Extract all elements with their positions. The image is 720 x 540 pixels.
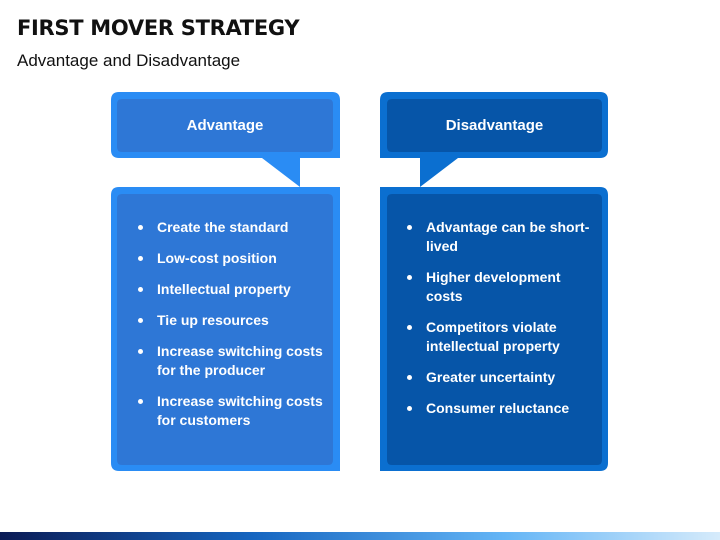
list-item: Create the standard (121, 218, 326, 237)
disadvantage-panel (380, 92, 608, 471)
advantage-header-inner (117, 99, 333, 152)
advantage-panel (111, 92, 340, 471)
slide-subtitle: Advantage and Disadvantage (17, 51, 241, 70)
list-item: Increase switching costs for the produce… (121, 342, 326, 380)
list-item: Advantage can be short-lived (390, 218, 590, 256)
disadvantage-heading: Disadvantage (445, 117, 544, 134)
disadvantage-header-inner (387, 99, 602, 152)
advantage-heading: Advantage (186, 117, 264, 134)
footer-gradient-bar (0, 532, 720, 540)
advantage-list: Create the standard Low-cost position In… (121, 218, 326, 442)
list-item: Intellectual property (121, 280, 326, 299)
list-item: Higher development costs (390, 268, 590, 306)
list-item: Greater uncertainty (390, 368, 590, 387)
advantage-body-inner (117, 194, 333, 465)
list-item: Competitors violate intellectual propert… (390, 318, 590, 356)
disadvantage-list: Advantage can be short-lived Higher deve… (390, 218, 590, 430)
slide-title: FIRST MOVER STRATEGY (17, 16, 300, 40)
list-item: Low-cost position (121, 249, 326, 268)
list-item: Tie up resources (121, 311, 326, 330)
disadvantage-body-inner (387, 194, 602, 465)
list-item: Increase switching costs for customers (121, 392, 326, 430)
list-item: Consumer reluctance (390, 399, 590, 418)
